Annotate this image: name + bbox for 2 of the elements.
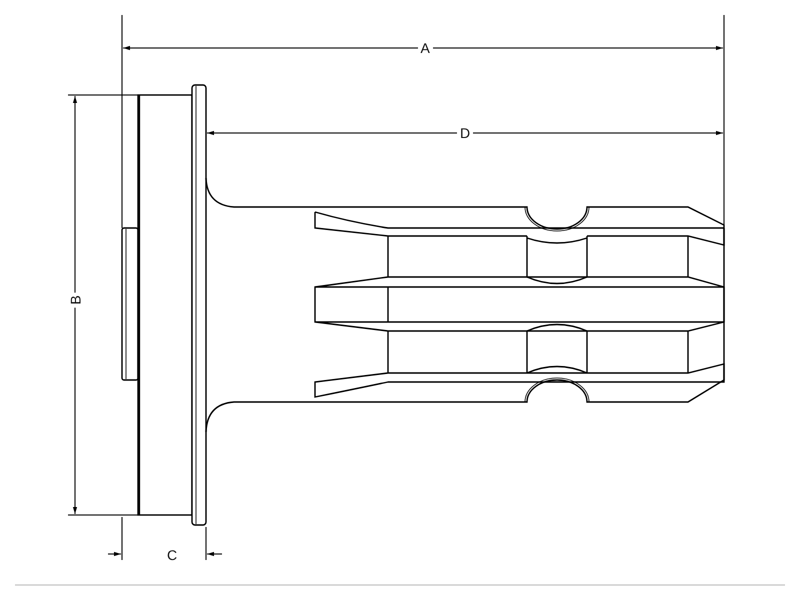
dimension-label: D (457, 125, 474, 141)
dimension-label: A (418, 40, 433, 56)
